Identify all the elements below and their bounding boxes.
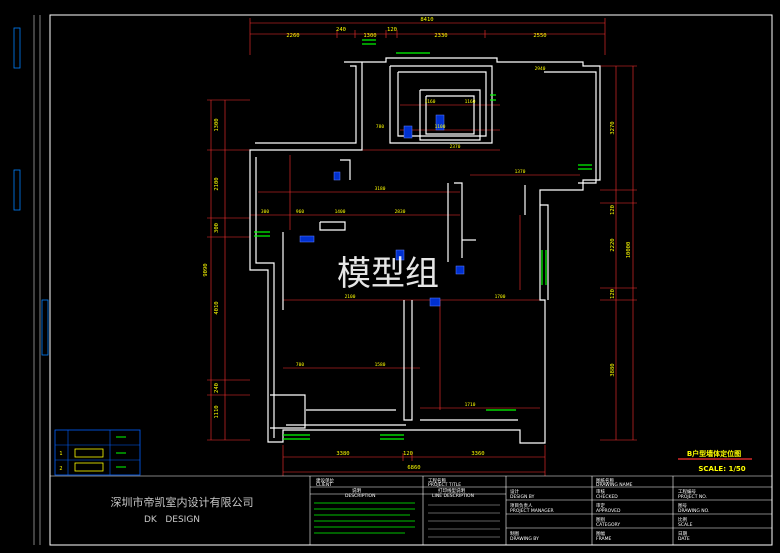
dim-right-3: 2220 [610,238,616,251]
dim-bottom-2: 120 [403,451,413,457]
dim-bottom-3: 3360 [471,451,484,457]
dim-inner-8: 2100 [345,294,356,300]
tb-frame-en: FRAME [596,536,611,542]
scale-label: SCALE: 1/50 [698,465,745,473]
dim-left-6: 1110 [214,405,220,418]
dim-inner-15: 2370 [450,144,461,150]
dim-top-3: 1300 [363,33,376,39]
dim-inner-3: 960 [296,209,304,215]
dim-top-5: 2330 [434,33,447,39]
dim-bottom-1: 3380 [336,451,349,457]
tb-proj-no-label: 工程编号 [678,488,696,495]
drawing-title: B户型墙体定位图 [687,449,741,458]
inner-dimension-texts: 1160 1160 960 1400 2830 3180 1700 2100 1… [261,66,546,408]
company-name-en: DK DESIGN [144,515,200,525]
dim-left-1: 1300 [214,118,220,131]
tb-date-en: DATE [678,536,690,542]
dim-left-5: 240 [214,383,220,393]
tb-line-label: 打印线型说明 [438,487,465,494]
dim-inner-17: 1370 [515,169,526,175]
dimension-lines [207,18,637,476]
company-name-cn: 深圳市帝凯室内设计有限公司 [111,495,254,509]
line-type-table [428,504,500,538]
dim-right-total: 10000 [626,242,632,259]
dim-left-2: 2100 [214,177,220,190]
tb-description-en: DESCRIPTION [345,493,375,499]
dim-inner-2: 1160 [465,99,476,105]
legend-row-2: 2 [59,466,62,472]
tb-drawing-no-label: 图号 [678,503,687,509]
tb-checked-en: CHECKED [596,494,618,500]
tb-scale-label: 比例 [678,516,687,523]
dim-inner-14: 1100 [435,124,446,130]
dim-right-4: 120 [610,289,616,299]
left-strip-mark-3 [13,169,21,211]
tb-scale-en: SCALE [678,522,693,528]
dim-left-total: 9090 [203,263,209,276]
tb-drawing-name-en: DRAWING NAME [596,482,633,488]
legend-row-1: 1 [59,451,62,457]
dim-inner-10: 300 [261,209,269,215]
dim-inner-5: 2830 [395,209,406,215]
tb-frame-label: 图幅 [596,530,605,537]
tb-drawing-no-en: DRAWING NO. [678,508,709,514]
dim-top-2: 240 [336,27,346,33]
tb-drawing-name-label: 图纸名称 [596,477,614,484]
tb-drawn-en: DRAWING BY [510,536,539,542]
tb-checked-label: 审核 [596,488,605,495]
watermark: 模型组 [337,254,439,294]
dim-inner-13: 780 [376,124,384,130]
dim-left-3: 300 [214,223,220,233]
dim-top-6: 2550 [533,33,546,39]
tb-date-label: 日期 [678,531,687,537]
title-block [50,475,772,545]
description-fine-text [314,502,415,534]
tb-client-en: CLIENT [316,482,332,488]
tb-category-en: CATEGORY [596,522,620,528]
tb-category-label: 图别 [596,516,605,523]
dimension-texts-vertical: 1300 2100 300 4010 240 1110 9090 3270 12… [203,118,632,418]
dim-bottom-total: 6860 [407,465,420,471]
tb-client-label: 建设单位 [316,477,334,484]
dim-inner-7: 1700 [495,294,506,300]
dim-top-4: 120 [387,27,397,33]
dimension-texts: 8410 2260 240 1300 120 2330 2550 3380 12… [286,17,546,471]
tb-line-en: LINE DESCRIPTION [432,493,474,499]
tb-approved-en: APPROVED [596,508,621,514]
tb-design-en: DESIGN BY [510,494,535,500]
tb-description-label: 说明 [352,487,361,494]
drawing-title-group: B户型墙体定位图 SCALE: 1/50 [678,449,752,473]
dim-right-1: 3270 [610,121,616,134]
dim-left-4: 4010 [214,301,220,314]
dim-inner-11: 700 [296,362,304,368]
left-strip-mark-1 [13,27,21,69]
walls [249,57,601,444]
dim-inner-9: 1710 [465,402,476,408]
dim-inner-6: 3180 [375,186,386,192]
tb-pm-label: 项目负责人 [510,502,533,509]
left-strip-mark-2 [41,299,49,356]
dim-inner-1: 1160 [425,99,436,105]
dim-inner-12: 1580 [375,362,386,368]
dim-right-5: 3880 [610,363,616,376]
dim-inner-16: 2940 [535,66,546,72]
tb-proj-no-en: PROJECT NO. [678,494,707,500]
tb-project-label: 工程名称 [428,477,446,484]
dim-top-total: 8410 [420,17,433,23]
tb-design-label: 设计 [510,488,519,495]
window-marks [254,39,592,440]
legend-box: 1 2 [54,429,141,476]
dim-inner-4: 1400 [335,209,346,215]
tb-drawn-label: 制图 [510,530,519,537]
outer-frame [49,14,773,546]
tb-project-en: PROJECT TITLE [428,482,461,488]
dim-top-1: 2260 [286,33,299,39]
columns [299,114,465,307]
title-block-texts: 建设单位 CLIENT 工程名称 PROJECT TITLE 图纸名称 DRAW… [316,477,709,542]
dim-right-2: 120 [610,205,616,215]
tb-approved-label: 审定 [596,502,605,509]
tb-pm-en: PROJECT MANAGER [510,508,554,514]
